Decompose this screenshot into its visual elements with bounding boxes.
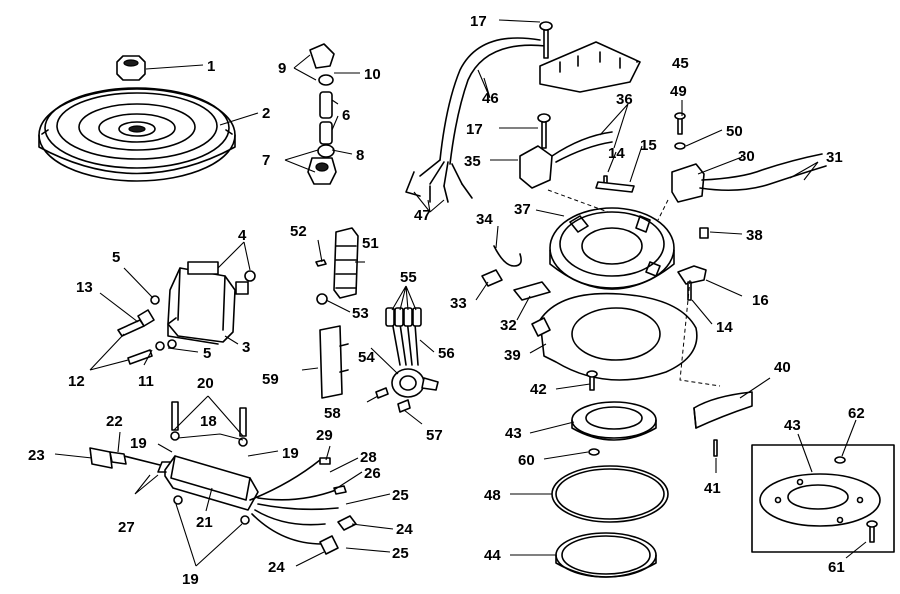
counterweight xyxy=(693,391,753,457)
callout-55: 55 xyxy=(400,269,417,286)
callout-46: 46 xyxy=(482,90,499,107)
wire-harness xyxy=(405,37,613,203)
spark-plug-boot-assembly xyxy=(307,43,337,185)
callout-28: 28 xyxy=(360,449,377,466)
callout-5-bottom: 5 xyxy=(203,345,211,362)
callout-9: 9 xyxy=(278,60,286,77)
callout-14-lower: 14 xyxy=(716,319,733,336)
callout-26: 26 xyxy=(364,465,381,482)
callouts: 1 2 3 4 5 5 6 7 8 9 10 11 12 13 14 14 15… xyxy=(28,13,865,588)
callout-22: 22 xyxy=(106,413,123,430)
callout-42: 42 xyxy=(530,381,547,398)
callout-17-top: 17 xyxy=(470,13,487,30)
callout-33: 33 xyxy=(450,295,467,312)
callout-7: 7 xyxy=(262,152,270,169)
callout-21: 21 xyxy=(196,514,213,531)
callout-36: 36 xyxy=(616,91,633,108)
sensor-assembly xyxy=(519,41,827,203)
callout-44: 44 xyxy=(484,547,501,564)
alignment-lines xyxy=(547,189,721,387)
callout-35: 35 xyxy=(464,153,481,170)
armature-plate xyxy=(549,207,675,290)
callout-38: 38 xyxy=(746,227,763,244)
callout-10: 10 xyxy=(364,66,381,83)
callout-6: 6 xyxy=(342,107,350,124)
callout-37: 37 xyxy=(514,201,531,218)
callout-18: 18 xyxy=(200,413,217,430)
callout-59: 59 xyxy=(262,371,279,388)
callout-19-bottom: 19 xyxy=(182,571,199,588)
callout-4: 4 xyxy=(238,227,247,244)
callout-2: 2 xyxy=(262,105,270,122)
callout-12: 12 xyxy=(68,373,85,390)
callout-62: 62 xyxy=(848,405,865,422)
callout-1: 1 xyxy=(207,58,215,75)
callout-50: 50 xyxy=(726,123,743,140)
callout-48: 48 xyxy=(484,487,501,504)
callout-52: 52 xyxy=(290,223,307,240)
callout-5-top: 5 xyxy=(112,249,120,266)
inset-detail xyxy=(751,444,895,553)
coil-screws-washers xyxy=(117,295,177,365)
callout-40: 40 xyxy=(774,359,791,376)
callout-34: 34 xyxy=(476,211,493,228)
callout-39: 39 xyxy=(504,347,521,364)
flywheel-nut xyxy=(116,55,146,81)
callout-41: 41 xyxy=(704,480,721,497)
callout-17-middle: 17 xyxy=(466,121,483,138)
callout-25-upper: 25 xyxy=(392,487,409,504)
callout-27: 27 xyxy=(118,519,135,536)
callout-61: 61 xyxy=(828,559,845,576)
callout-14-upper: 14 xyxy=(608,145,625,162)
callout-56: 56 xyxy=(438,345,455,362)
callout-31: 31 xyxy=(826,149,843,166)
callout-24-right: 24 xyxy=(396,521,413,538)
callout-16: 16 xyxy=(752,292,769,309)
flywheel xyxy=(38,87,236,182)
callout-25-lower: 25 xyxy=(392,545,409,562)
callout-43-left: 43 xyxy=(505,425,522,442)
spring-and-sleeves xyxy=(481,245,551,301)
callout-43-inset: 43 xyxy=(784,417,801,434)
callout-23: 23 xyxy=(28,447,45,464)
callout-49: 49 xyxy=(670,83,687,100)
callout-11: 11 xyxy=(138,373,154,390)
callout-20: 20 xyxy=(197,375,214,392)
callout-24-bottom: 24 xyxy=(268,559,285,576)
retainer-and-rings xyxy=(551,370,669,578)
callout-29: 29 xyxy=(316,427,333,444)
callout-19-left: 19 xyxy=(130,435,147,452)
callout-13: 13 xyxy=(76,279,93,296)
screws-17 xyxy=(537,21,553,149)
callout-45: 45 xyxy=(672,55,689,72)
callout-19-right: 19 xyxy=(282,445,299,462)
leader-lines xyxy=(54,19,867,567)
callout-3: 3 xyxy=(242,339,250,356)
callout-57: 57 xyxy=(426,427,443,444)
callout-8: 8 xyxy=(356,147,364,164)
callout-30: 30 xyxy=(738,148,755,165)
callout-53: 53 xyxy=(352,305,369,322)
clips-and-screws xyxy=(595,175,709,301)
callout-60: 60 xyxy=(518,452,535,469)
mounting-plate xyxy=(531,292,698,381)
callout-58: 58 xyxy=(324,405,341,422)
callout-51: 51 xyxy=(362,235,379,252)
callout-32: 32 xyxy=(500,317,517,334)
switch-box xyxy=(319,307,439,413)
ignition-coil xyxy=(167,261,256,345)
terminal-block xyxy=(315,227,359,305)
callout-54: 54 xyxy=(358,349,375,366)
callout-47: 47 xyxy=(414,207,431,224)
callout-15: 15 xyxy=(640,137,657,154)
screws-49-50 xyxy=(674,112,686,150)
